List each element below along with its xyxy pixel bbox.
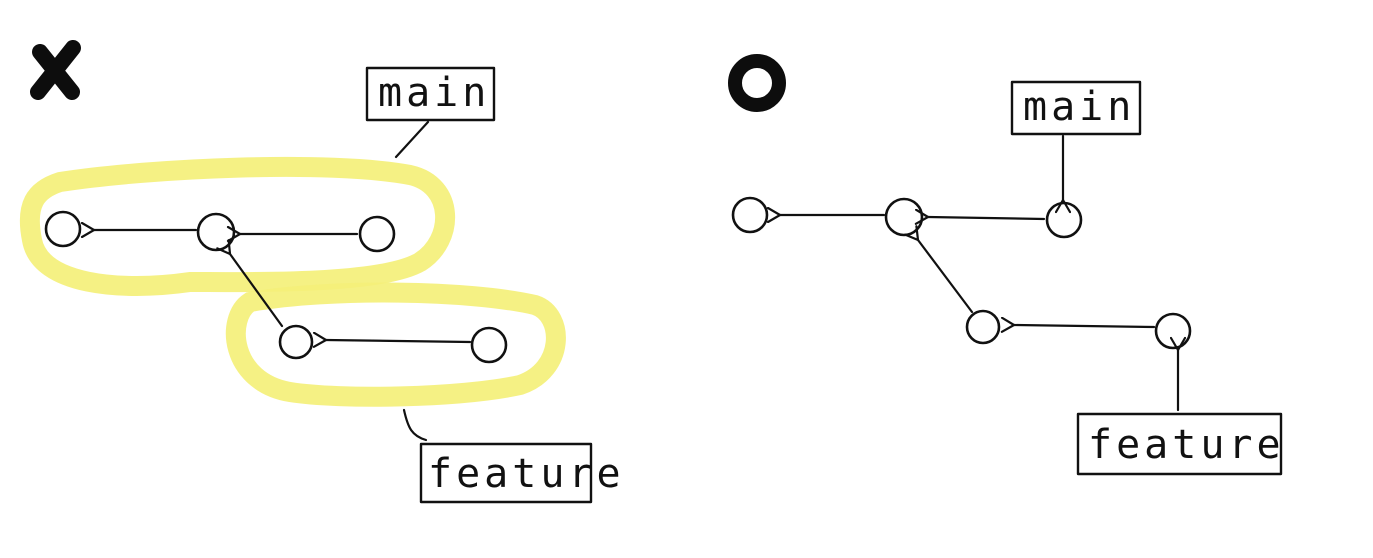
branch-label-box bbox=[419, 442, 593, 504]
incorrect-panel: main feature bbox=[19, 40, 625, 504]
commit-node bbox=[358, 215, 396, 253]
commit-node bbox=[278, 324, 314, 360]
commit-node bbox=[44, 210, 82, 248]
parent-arrow bbox=[928, 217, 1046, 219]
commit-node bbox=[470, 326, 508, 364]
branch-label-box bbox=[1076, 412, 1283, 476]
label-connector bbox=[394, 120, 430, 159]
parent-arrow bbox=[230, 254, 284, 328]
branch-label-main: main bbox=[378, 70, 490, 116]
parent-arrow bbox=[1014, 325, 1156, 327]
branch-label-box bbox=[365, 66, 496, 122]
commit-node bbox=[1154, 312, 1192, 350]
label-connector bbox=[402, 408, 428, 442]
commit-node bbox=[731, 196, 769, 234]
correct-mark-icon bbox=[728, 54, 786, 112]
branch-label-main: main bbox=[1023, 84, 1135, 130]
parent-arrow bbox=[918, 240, 974, 314]
main-branch-highlight bbox=[19, 156, 455, 296]
commit-node bbox=[965, 309, 1001, 345]
commit-node bbox=[196, 212, 236, 252]
commit-node bbox=[884, 197, 924, 237]
branch-label-feature: feature bbox=[428, 451, 625, 497]
correct-panel: main feature bbox=[728, 54, 1285, 476]
commit-node bbox=[1045, 201, 1083, 239]
parent-arrow bbox=[326, 340, 472, 342]
feature-branch-highlight bbox=[225, 282, 566, 407]
incorrect-mark-icon bbox=[30, 40, 81, 100]
branch-label-feature: feature bbox=[1088, 422, 1285, 468]
branch-label-box bbox=[1010, 80, 1142, 136]
